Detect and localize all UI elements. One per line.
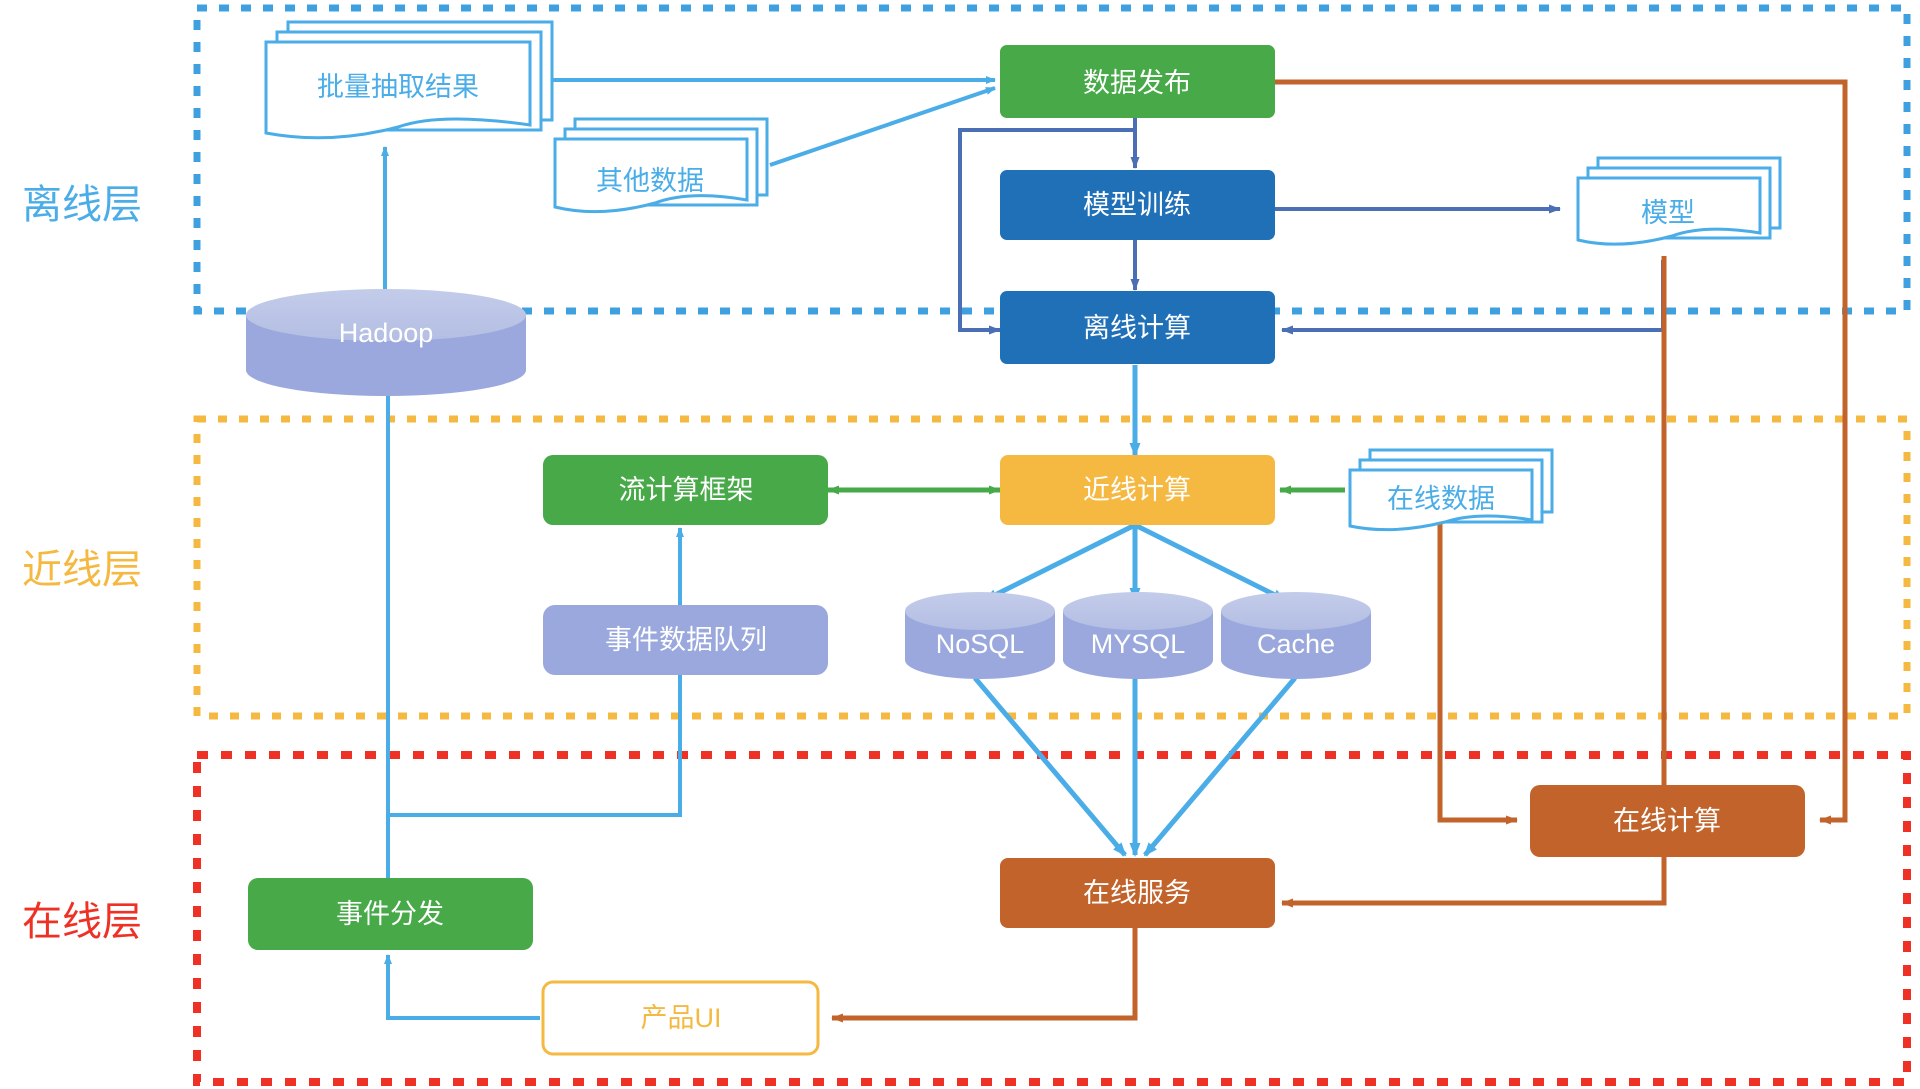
- node-online-compute[interactable]: 在线计算: [1530, 785, 1805, 857]
- node-cache[interactable]: Cache: [1221, 592, 1371, 679]
- edge-product-ui-to-event-dispatch: [384, 954, 540, 1020]
- node-online-data[interactable]: 在线数据: [1348, 448, 1554, 532]
- node-label-stream-compute-framework: 流计算框架: [619, 475, 754, 505]
- edge-nearline-compute-to-nosql: [983, 522, 1137, 603]
- node-mysql[interactable]: MYSQL: [1063, 592, 1213, 679]
- edge-data-publish-to-offline-compute: [958, 128, 1135, 335]
- layer-label-online: 在线层: [22, 900, 142, 944]
- edge-online-data-to-online-compute: [1437, 510, 1518, 825]
- node-label-online-service: 在线服务: [1083, 878, 1191, 908]
- edge-online-compute-to-online-service: [1281, 857, 1667, 908]
- node-label-event-data-queue: 事件数据队列: [605, 625, 767, 655]
- node-label-online-compute: 在线计算: [1613, 806, 1721, 836]
- layer-box-online: [193, 751, 1911, 1086]
- layer-box-nearline: [193, 415, 1911, 720]
- node-nearline-compute[interactable]: 近线计算: [1000, 455, 1275, 525]
- node-online-service[interactable]: 在线服务: [1000, 858, 1275, 928]
- edge-cache-to-online-service: [1143, 676, 1297, 857]
- node-nosql[interactable]: NoSQL: [905, 592, 1055, 679]
- node-offline-compute[interactable]: 离线计算: [1000, 291, 1275, 364]
- node-data-publish[interactable]: 数据发布: [1000, 45, 1275, 118]
- node-label-online-data: 在线数据: [1387, 484, 1495, 514]
- node-label-product-ui: 产品UI: [641, 1003, 722, 1033]
- edge-online-service-to-product-ui: [831, 928, 1138, 1023]
- edge-event-dispatch-to-event-queue: [388, 664, 684, 817]
- node-other-data[interactable]: 其他数据: [553, 117, 769, 214]
- edge-nosql-to-online-service: [973, 676, 1127, 857]
- node-label-model: 模型: [1641, 198, 1695, 228]
- layer-label-nearline: 近线层: [22, 548, 142, 592]
- node-label-nearline-compute: 近线计算: [1083, 475, 1191, 505]
- node-label-offline-compute: 离线计算: [1083, 313, 1191, 343]
- node-model[interactable]: 模型: [1576, 156, 1782, 246]
- node-hadoop[interactable]: Hadoop: [246, 289, 526, 396]
- node-model-training[interactable]: 模型训练: [1000, 170, 1275, 240]
- node-event-dispatch[interactable]: 事件分发: [248, 878, 533, 950]
- node-label-nosql: NoSQL: [936, 629, 1025, 659]
- edge-other-data-to-data-publish: [769, 86, 996, 167]
- node-label-model-training: 模型训练: [1083, 190, 1191, 220]
- node-label-data-publish: 数据发布: [1083, 68, 1191, 98]
- edge-data-publish-to-online-compute-right: [1275, 79, 1848, 825]
- node-product-ui[interactable]: 产品UI: [541, 980, 820, 1056]
- node-label-batch-extract-result: 批量抽取结果: [317, 72, 479, 102]
- node-batch-extract-result[interactable]: 批量抽取结果: [264, 20, 554, 140]
- layer-label-offline: 离线层: [22, 183, 142, 227]
- edge-nearline-compute-to-cache: [1133, 522, 1287, 603]
- node-event-data-queue[interactable]: 事件数据队列: [543, 605, 828, 675]
- node-label-hadoop: Hadoop: [339, 318, 434, 348]
- edge-model-to-offline-compute: [1281, 260, 1665, 335]
- node-label-event-dispatch: 事件分发: [336, 899, 444, 929]
- node-label-mysql: MYSQL: [1091, 629, 1186, 659]
- node-stream-compute-framework[interactable]: 流计算框架: [543, 455, 828, 525]
- node-label-cache: Cache: [1257, 629, 1335, 659]
- node-label-other-data: 其他数据: [596, 166, 704, 196]
